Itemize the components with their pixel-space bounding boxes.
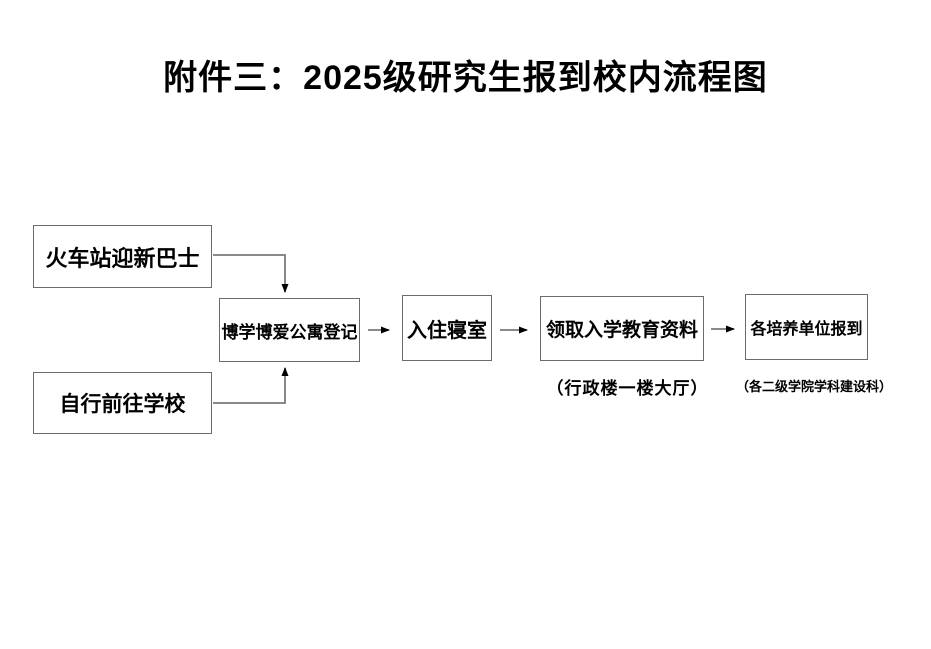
node-unit-report: 各培养单位报到 — [745, 294, 868, 360]
node-dorm-check-in: 入住寝室 — [402, 295, 492, 361]
note-secondary-college-section: （各二级学院学科建设科） — [736, 379, 893, 394]
note-admin-building-lobby: （行政楼一楼大厅） — [546, 379, 709, 398]
page-title: 附件三：2025级研究生报到校内流程图 — [163, 59, 768, 97]
edge-train-bus-to-apartment — [213, 254, 289, 293]
node-train-station-bus: 火车站迎新巴士 — [33, 225, 212, 288]
edge-self-arrival-to-apartment — [213, 367, 289, 404]
node-self-arrival: 自行前往学校 — [33, 372, 212, 434]
node-apartment-registration: 博学博爱公寓登记 — [219, 298, 360, 362]
node-receive-materials: 领取入学教育资料 — [540, 296, 704, 361]
